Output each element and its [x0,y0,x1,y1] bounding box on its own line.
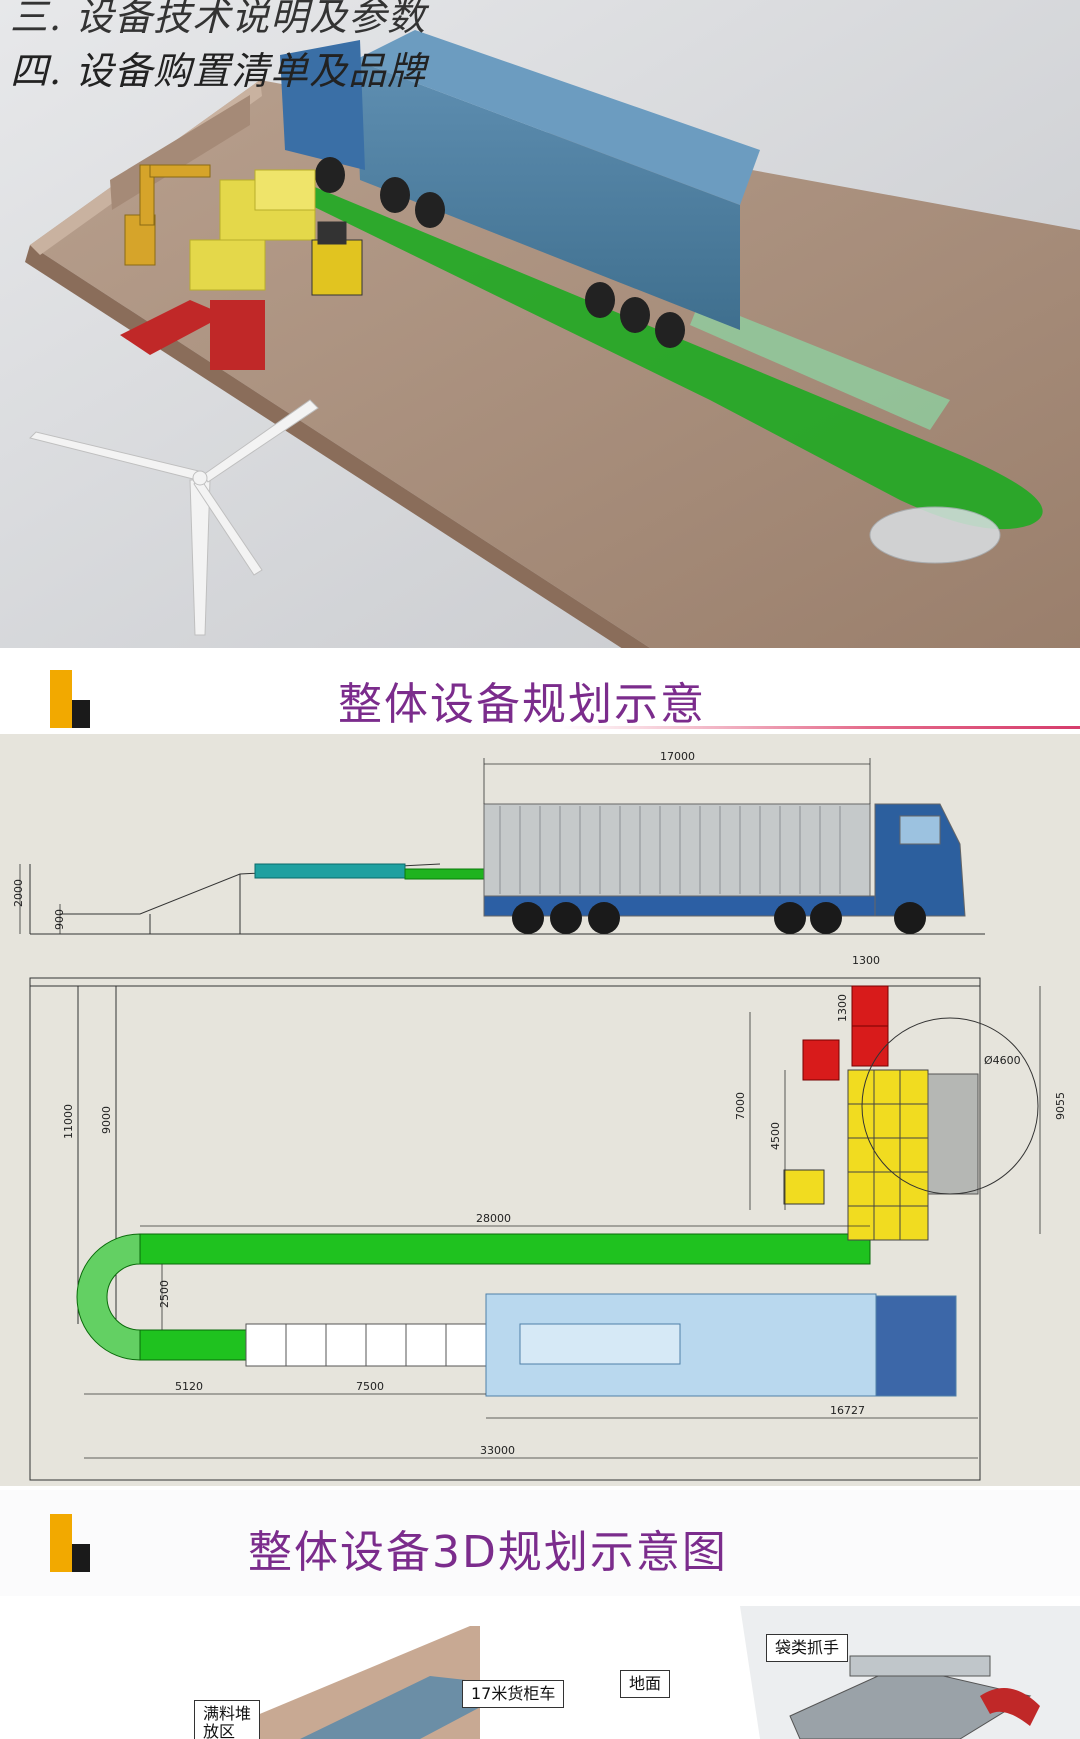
dim-33000: 33000 [480,1444,515,1457]
section-title-1: 整体设备规划示意 [338,679,706,730]
section-title-bar-2: 整体设备3D规划示意图 [0,1490,1080,1596]
side-view [29,863,985,935]
bottom-3d-illustration [0,1596,1080,1739]
dim-9055: 9055 [1054,1092,1067,1120]
cad-layout-svg: 17000 2000 900 [0,734,1080,1486]
cad-drawing: 17000 2000 900 [0,734,1080,1486]
callout-bag-gripper: 袋类抓手 [766,1634,849,1662]
dim-4500: 4500 [769,1122,782,1150]
yellow-bag-stacks [189,169,316,291]
round-platform [869,506,1001,564]
dim-28000: 28000 [476,1212,511,1225]
wind-turbine [29,399,319,636]
dim-16727: 16727 [830,1404,865,1417]
plan-telescopic-conveyor [245,1323,487,1367]
robot-arm [124,164,211,266]
company-logo [50,670,90,728]
heading-line-3: 三. 设备技术说明及参数 [10,0,427,39]
dim-900: 900 [53,909,66,930]
callout-17m-truck: 17米货柜车 [462,1680,565,1708]
side-truck-cab [874,803,966,917]
section-title-1-overflow: 图 [338,716,382,732]
company-logo-2 [50,1514,90,1572]
dim-1300-top: 1300 [852,954,880,967]
dim-11000: 11000 [62,1104,75,1139]
top-3d-render: 三. 设备技术说明及参数 四. 设备购置清单及品牌 [0,0,1080,648]
side-container [483,803,966,917]
telescopic-belt [690,300,950,430]
warehouse-3d-illustration [0,0,1080,648]
dim-9000: 9000 [100,1106,113,1134]
dim-7500: 7500 [356,1380,384,1393]
green-conveyor [300,185,1043,530]
plan-palletizing-cell [783,985,1039,1241]
title-accent-line [560,726,1080,729]
truck-cab [280,40,365,170]
dim-7000: 7000 [734,1092,747,1120]
red-pallets [120,300,265,370]
section-title-bar-1: 整体设备规划示意 图 [0,652,1080,732]
section-title-2: 整体设备3D规划示意图 [248,1527,728,1578]
plan-view-frame [29,977,981,1481]
dim-2000: 2000 [12,879,25,907]
plan-trailer [485,1293,957,1397]
dim-1300-side: 1300 [836,994,849,1022]
container [355,60,740,330]
dim-2500: 2500 [158,1280,171,1308]
forklift [311,221,363,296]
bottom-3d-render: 满料堆 放区 17米货柜车 地面 袋类抓手 [0,1596,1080,1739]
side-wheels [512,902,926,934]
heading-line-4: 四. 设备购置清单及品牌 [10,49,427,93]
dim-17000: 17000 [660,750,695,763]
dim-5120: 5120 [175,1380,203,1393]
gripper-red-arm [980,1688,1040,1726]
plan-green-conveyor [76,1173,921,1361]
dim-diameter: Ø4600 [984,1054,1021,1067]
bag-gripper [789,1655,1032,1739]
truck-wheels [315,157,685,348]
callout-ground: 地面 [620,1670,671,1698]
callout-full-stack: 满料堆 放区 [194,1700,261,1739]
